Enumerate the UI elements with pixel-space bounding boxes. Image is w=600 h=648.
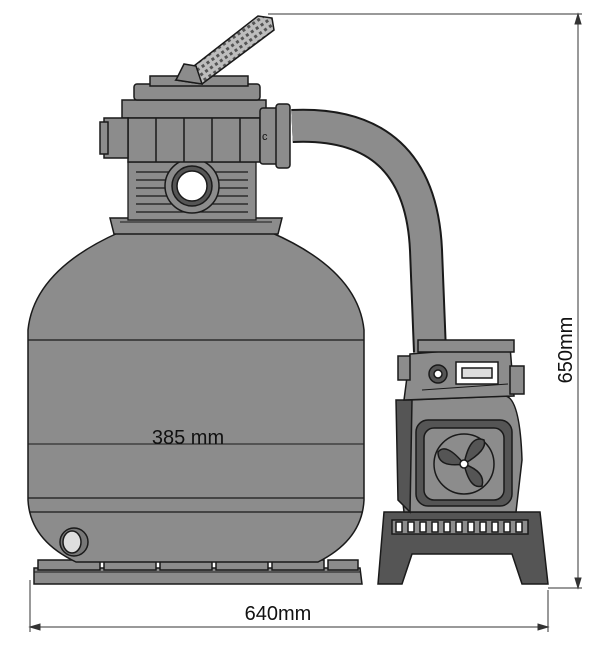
width-label: 640mm [245,603,312,625]
pump-stand [377,511,549,585]
tank-width-label: 385 mm [152,427,224,449]
valve-handle-icon [174,15,275,85]
drain-plug [59,527,89,557]
height-label: 650mm [555,317,577,384]
base-plate [33,559,363,585]
impeller-icon [433,433,495,495]
pressure-gauge-port [164,158,220,214]
height-dimension [268,12,582,590]
width-dimension [28,580,550,632]
multiport-valve: c [99,75,291,169]
svg-text:c: c [262,131,268,143]
pump-housing-top [397,339,525,401]
connecting-hose [291,108,447,353]
filter-tank [27,217,365,563]
